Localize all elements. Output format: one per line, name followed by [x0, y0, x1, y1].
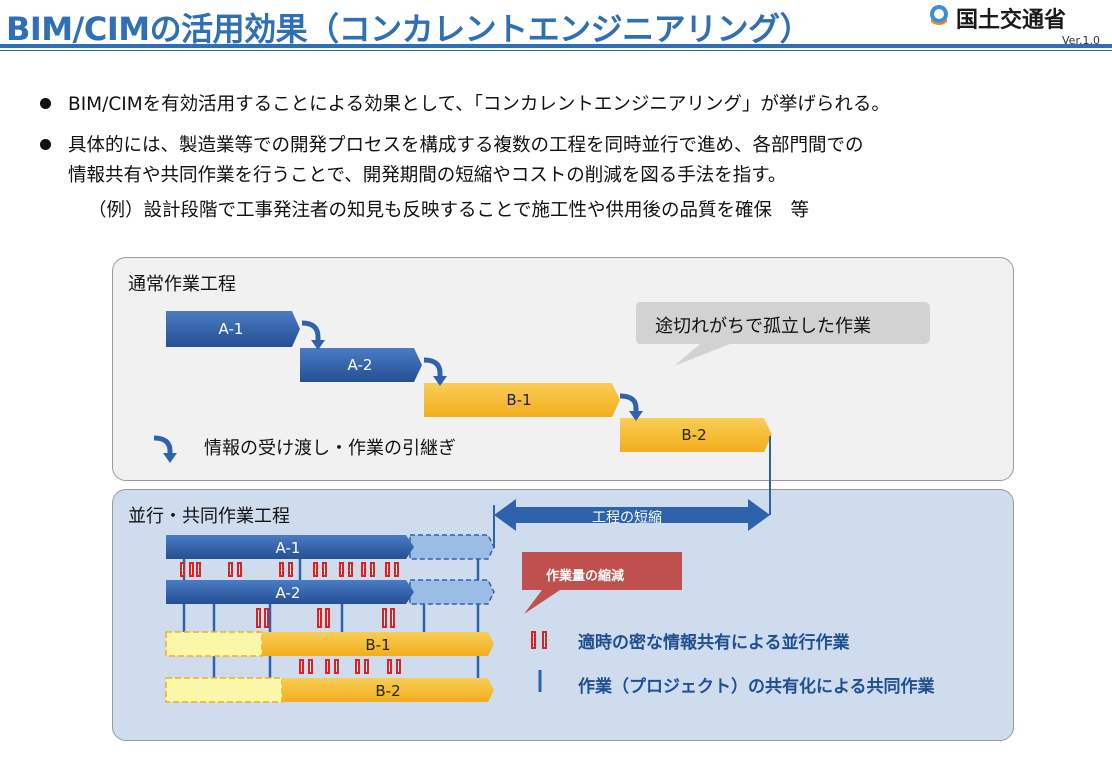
shortening-label: 工程の短縮 [592, 510, 662, 526]
parallel-work-legend-icon [531, 631, 547, 649]
task-a1-concurrent-label: A-1 [276, 539, 301, 557]
bullet-text-1: BIM/CIMを有効活用することによる効果として、「コンカレントエンジニアリング… [68, 94, 890, 115]
task-b2-label: B-2 [681, 426, 706, 444]
shortening-arrow [494, 499, 770, 531]
task-a1-label: A-1 [219, 320, 244, 338]
handover-legend-text: 情報の受け渡し・作業の引継ぎ [204, 438, 456, 459]
example-text: （例）設計段階で工事発注者の知見も反映することで施工性や供用後の品質を確保 等 [88, 200, 809, 221]
task-a1-normal: A-1 [166, 311, 300, 347]
workload-reduction-callout [522, 552, 682, 614]
task-a2-concurrent-label: A-2 [276, 584, 301, 602]
bullet-dot [40, 139, 51, 150]
parallel-work-legend-text: 適時の密な情報共有による並行作業 [578, 633, 850, 653]
bullet-text-2a: 具体的には、製造業等での開発プロセスを構成する複数の工程を同時並行で進め、各部門… [68, 135, 864, 156]
task-a2-label: A-2 [348, 356, 373, 374]
workload-reduction-text: 作業量の縮減 [546, 569, 625, 584]
task-a2-concurrent: A-2 [166, 580, 414, 604]
page-title: BIM/CIMの活用効果（コンカレントエンジニアリング） [6, 10, 812, 48]
version-label: Ver.1.0 [1062, 34, 1100, 47]
task-b2-normal: B-2 [620, 418, 772, 452]
task-a2-normal: A-2 [300, 348, 422, 382]
normal-process-panel [112, 257, 1014, 481]
isolated-work-callout-text: 途切れがちで孤立した作業 [655, 316, 871, 337]
concurrent-process-label: 並行・共同作業工程 [128, 506, 290, 527]
handover-arrow-icon [153, 320, 639, 455]
ministry-name: 国土交通省 [956, 8, 1067, 33]
task-b2-concurrent-label: B-2 [375, 682, 400, 700]
ministry-logo-icon [930, 5, 948, 25]
title-underline-thin [0, 50, 1112, 51]
task-b1-label: B-1 [506, 391, 531, 409]
joint-work-legend-text: 作業（プロジェクト）の共有化による共同作業 [578, 677, 935, 697]
task-b1-concurrent-label: B-1 [365, 636, 390, 654]
task-b2-concurrent: B-2 [165, 677, 494, 703]
title-underline [0, 44, 1112, 48]
task-b1-normal: B-1 [424, 383, 620, 417]
normal-process-label: 通常作業工程 [128, 274, 236, 295]
task-a1-concurrent: A-1 [166, 535, 414, 559]
bullet-dot [40, 98, 51, 109]
isolated-work-callout [636, 302, 930, 366]
bullet-text-2b: 情報共有や共同作業を行うことで、開発期間の短縮やコストの削減を図る手法を指す。 [68, 165, 787, 186]
task-b1-concurrent: B-1 [165, 631, 494, 657]
